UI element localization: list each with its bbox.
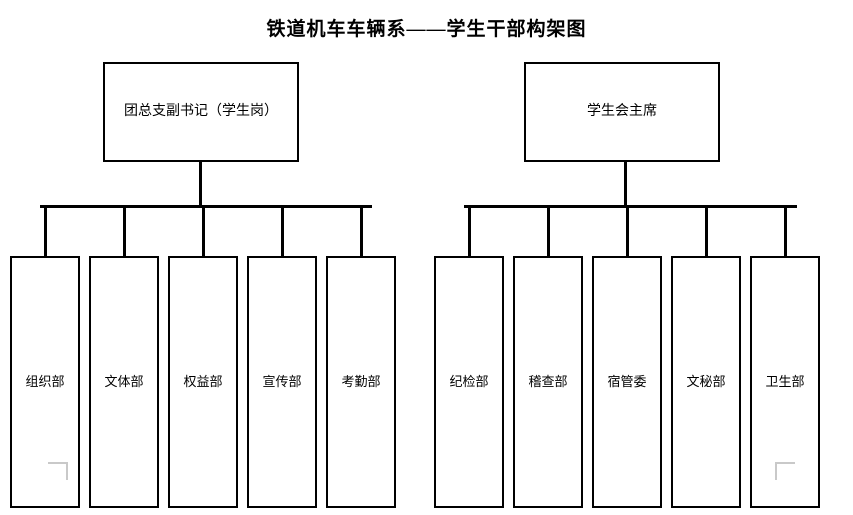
org-node-label: 考勤部 xyxy=(341,373,381,389)
connector-bus-student-union-branch xyxy=(464,205,797,208)
connector-stem-student-union-branch-1 xyxy=(547,205,550,256)
org-node-label: 纪检部 xyxy=(449,373,489,389)
org-node-leaf-league-branch-4[interactable]: 考勤部 xyxy=(326,256,396,508)
org-node-leaf-league-branch-0[interactable]: 组织部 xyxy=(10,256,80,508)
org-node-label: 宣传部 xyxy=(262,373,302,389)
connector-trunk-student-union-branch xyxy=(624,162,627,208)
connector-bus-league-branch xyxy=(40,205,372,208)
connector-stem-league-branch-1 xyxy=(123,205,126,256)
connector-stem-student-union-branch-4 xyxy=(784,205,787,256)
org-node-leaf-student-union-branch-1[interactable]: 稽查部 xyxy=(513,256,583,508)
org-node-label: 学生会主席 xyxy=(587,103,657,119)
org-node-leaf-student-union-branch-2[interactable]: 宿管委 xyxy=(592,256,662,508)
connector-stem-league-branch-4 xyxy=(360,205,363,256)
org-node-root-student-union-branch[interactable]: 学生会主席 xyxy=(524,62,720,162)
connector-trunk-league-branch xyxy=(199,162,202,208)
org-node-leaf-student-union-branch-3[interactable]: 文秘部 xyxy=(671,256,741,508)
org-node-label: 宿管委 xyxy=(607,373,647,389)
page-title: 铁道机车车辆系——学生干部构架图 xyxy=(266,19,587,40)
org-node-leaf-student-union-branch-0[interactable]: 纪检部 xyxy=(434,256,504,508)
org-node-leaf-league-branch-1[interactable]: 文体部 xyxy=(89,256,159,508)
org-node-root-league-branch[interactable]: 团总支副书记（学生岗） xyxy=(103,62,299,162)
org-node-leaf-league-branch-3[interactable]: 宣传部 xyxy=(247,256,317,508)
org-node-label: 组织部 xyxy=(25,373,65,389)
connector-stem-student-union-branch-2 xyxy=(626,205,629,256)
org-node-label: 团总支副书记（学生岗） xyxy=(124,103,278,119)
org-node-label: 卫生部 xyxy=(765,373,805,389)
org-node-label: 文体部 xyxy=(104,373,144,389)
org-node-leaf-league-branch-2[interactable]: 权益部 xyxy=(168,256,238,508)
org-node-label: 权益部 xyxy=(183,373,223,389)
org-node-label: 稽查部 xyxy=(528,373,568,389)
connector-stem-student-union-branch-0 xyxy=(468,205,471,256)
connector-stem-league-branch-3 xyxy=(281,205,284,256)
connector-stem-league-branch-2 xyxy=(202,205,205,256)
org-node-label: 文秘部 xyxy=(686,373,726,389)
org-node-leaf-student-union-branch-4[interactable]: 卫生部 xyxy=(750,256,820,508)
connector-stem-league-branch-0 xyxy=(44,205,47,256)
connector-stem-student-union-branch-3 xyxy=(705,205,708,256)
